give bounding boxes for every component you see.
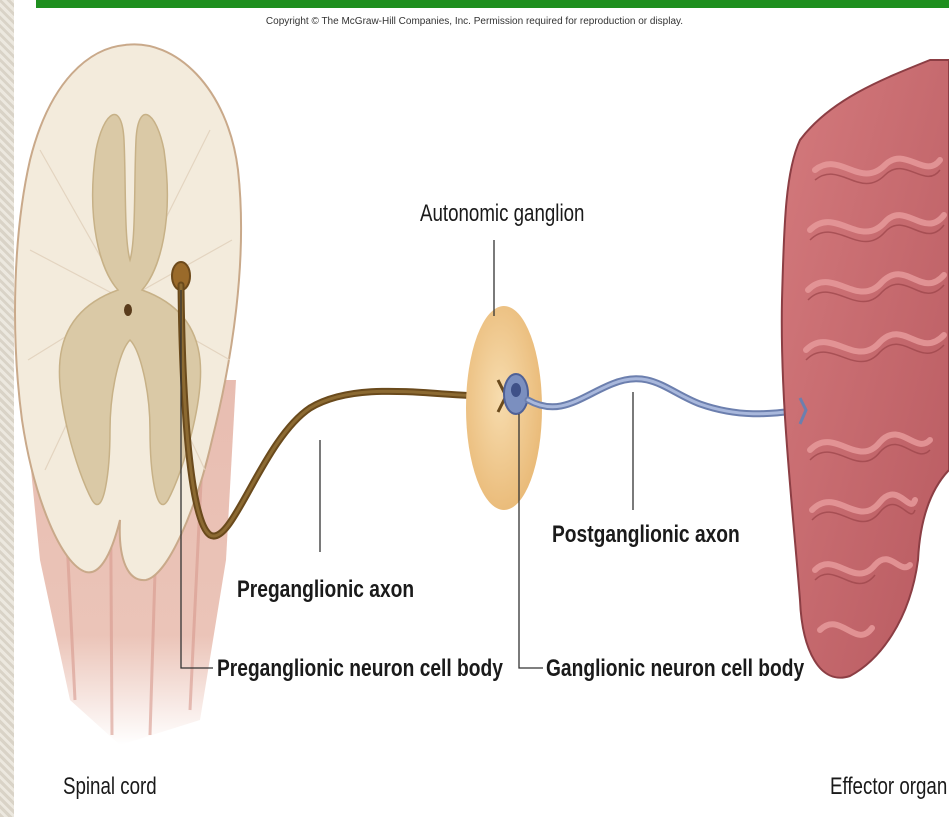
- label-postganglionic-axon: Postganglionic axon: [552, 521, 740, 549]
- label-ganglionic-neuron-cell-body: Ganglionic neuron cell body: [546, 655, 804, 683]
- label-spinal-cord: Spinal cord: [63, 773, 157, 801]
- label-autonomic-ganglion: Autonomic ganglion: [420, 200, 584, 228]
- spinal-cord: [15, 44, 241, 745]
- label-preganglionic-axon: Preganglionic axon: [237, 576, 414, 604]
- label-preganglionic-neuron-cell-body: Preganglionic neuron cell body: [217, 655, 503, 683]
- effector-organ: [782, 60, 949, 678]
- autonomic-ganglion: [466, 306, 542, 510]
- label-effector-organ: Effector organ: [830, 773, 947, 801]
- copyright-notice: Copyright © The McGraw-Hill Companies, I…: [0, 16, 949, 27]
- postganglionic-axon: [528, 379, 804, 414]
